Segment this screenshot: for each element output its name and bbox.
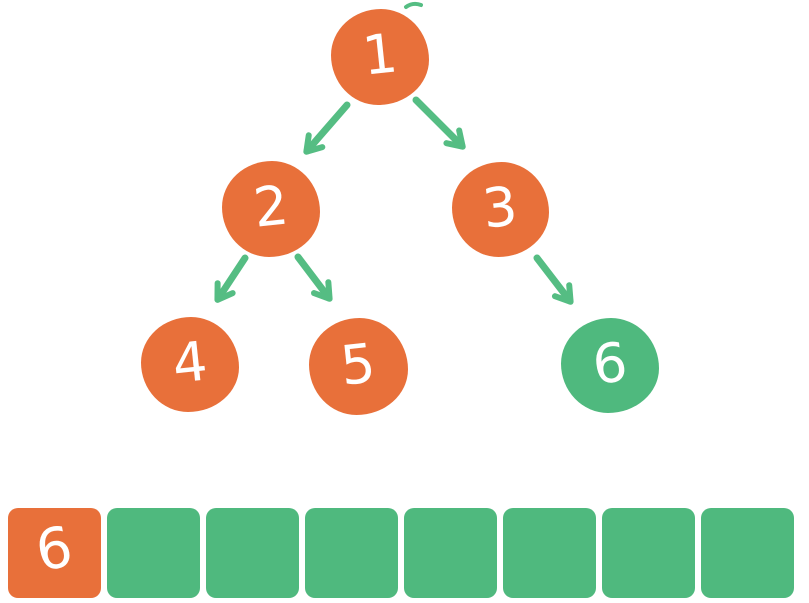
edge-2-4 xyxy=(214,254,249,303)
edge-1-3 xyxy=(412,96,466,150)
tree-node-6: 6 xyxy=(561,318,659,413)
array-cell-7 xyxy=(701,508,794,598)
node-3-label: 3 xyxy=(479,173,521,241)
array-cell-5 xyxy=(503,508,596,598)
edge-1-2 xyxy=(303,101,351,155)
array-cell-2 xyxy=(206,508,299,598)
edge-2-5 xyxy=(294,253,333,302)
array-cell-4 xyxy=(404,508,497,598)
array-cell-3 xyxy=(305,508,398,598)
array-cell-1 xyxy=(107,508,200,598)
array-cell-6 xyxy=(602,508,695,598)
array-cell-0-label: 6 xyxy=(30,514,78,585)
node-1-label: 1 xyxy=(359,21,401,88)
tree-node-5: 5 xyxy=(309,318,408,415)
tree-node-3: 3 xyxy=(452,162,549,257)
node-6-label: 6 xyxy=(589,329,631,397)
array-cell-0: 6 xyxy=(8,508,101,598)
tree-node-4: 4 xyxy=(141,317,239,412)
node-5-label: 5 xyxy=(337,330,379,398)
node-2-label: 2 xyxy=(250,173,292,240)
node-4-label: 4 xyxy=(169,328,211,396)
stray-pen-mark xyxy=(404,1,423,9)
array-row: 6 xyxy=(8,508,794,598)
edge-3-6 xyxy=(533,254,574,305)
tree-node-2: 2 xyxy=(222,161,320,257)
tree-node-1: 1 xyxy=(331,9,429,105)
